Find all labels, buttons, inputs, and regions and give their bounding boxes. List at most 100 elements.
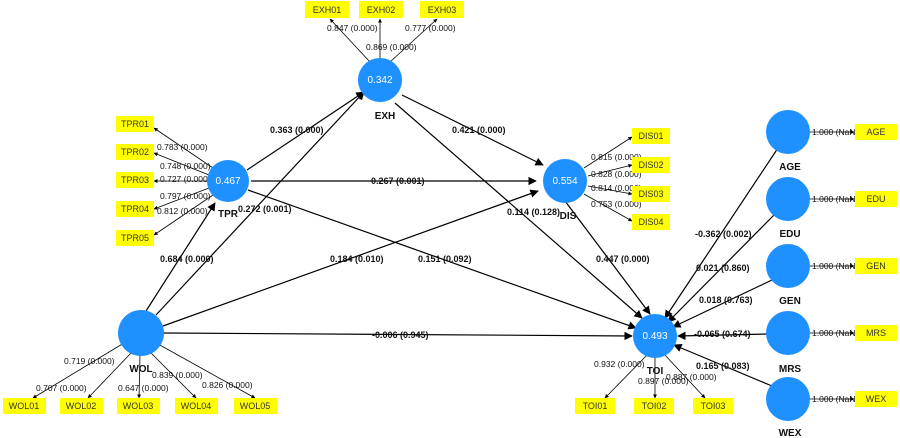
- construct-r2: 0.554: [552, 176, 577, 187]
- path-label-age-toi: -0.362 (0.002): [695, 229, 752, 239]
- loading-labels: 0.847 (0.000) 0.869 (0.000) 0.777 (0.000…: [36, 23, 858, 404]
- loading-line-wol04: [149, 351, 197, 399]
- indicator-wol04[interactable]: WOL04: [175, 398, 218, 414]
- indicator-tpr05[interactable]: TPR05: [116, 230, 154, 246]
- construct-wex[interactable]: WEX: [766, 377, 810, 438]
- indicator-label: DIS02: [638, 160, 663, 170]
- indicator-age[interactable]: AGE: [855, 124, 897, 140]
- indicator-dis02[interactable]: DIS02: [632, 157, 670, 173]
- path-label-tpr-dis: 0.267 (0.001): [371, 176, 425, 186]
- loading-line-wol01: [32, 342, 125, 399]
- construct-tpr[interactable]: 0.467 TPR: [207, 160, 249, 220]
- loading-line-tpr01: [153, 127, 214, 169]
- indicator-label: TPR02: [121, 147, 149, 157]
- path-gen-toi: [672, 279, 773, 328]
- construct-dis[interactable]: 0.554 DIS: [543, 159, 587, 222]
- path-wol-dis: [162, 189, 539, 327]
- path-label-wol-toi: -0.006 (0.945): [372, 330, 429, 340]
- indicator-exh03[interactable]: EXH03: [420, 1, 464, 18]
- construct-mrs[interactable]: MRS: [766, 311, 810, 375]
- path-label-tpr-toi: 0.151 (0.092): [418, 254, 472, 264]
- loading-label-age: 1.000 (NaN): [812, 127, 858, 137]
- construct-r2: 0.467: [215, 176, 240, 187]
- construct-exh[interactable]: 0.342 EXH: [358, 58, 402, 122]
- loading-line-toi01: [604, 354, 648, 399]
- loading-label-wol03: 0.647 (0.000): [118, 383, 169, 393]
- indicator-mrs[interactable]: MRS: [855, 325, 897, 341]
- indicator-edu[interactable]: EDU: [855, 191, 897, 207]
- indicator-wol05[interactable]: WOL05: [234, 398, 277, 414]
- indicator-label: WOL03: [123, 401, 154, 411]
- indicator-label: WOL05: [240, 401, 271, 411]
- construct-name: WOL: [129, 364, 152, 375]
- construct-name: TOI: [647, 366, 664, 377]
- construct-name: WEX: [779, 428, 802, 438]
- indicator-exh02[interactable]: EXH02: [359, 1, 403, 18]
- indicator-label: WEX: [866, 394, 887, 404]
- loading-line-dis04: [583, 193, 633, 222]
- path-label-tpr-exh: 0.363 (0.000): [270, 125, 324, 135]
- construct-age[interactable]: AGE: [766, 110, 810, 173]
- loading-line-wol02: [87, 351, 133, 399]
- loading-line-wol03: [137, 354, 142, 399]
- construct-name: AGE: [779, 162, 801, 173]
- indicator-exh01[interactable]: EXH01: [305, 1, 349, 18]
- indicator-tpr03[interactable]: TPR03: [116, 172, 154, 188]
- path-wex-toi: [673, 344, 773, 387]
- indicator-tpr02[interactable]: TPR02: [116, 144, 154, 160]
- indicator-label: WOL02: [66, 401, 97, 411]
- path-wol-exh: [155, 91, 365, 316]
- indicator-label: EXH01: [313, 5, 342, 15]
- path-label-wol-tpr: 0.684 (0.000): [160, 254, 214, 264]
- path-wol-toi: [163, 331, 633, 341]
- path-tpr-exh: [246, 91, 365, 171]
- path-label-mrs-toi: -0.065 (0.674): [694, 329, 751, 339]
- indicator-wol02[interactable]: WOL02: [60, 398, 103, 414]
- indicator-label: DIS01: [638, 131, 663, 141]
- loading-label-dis03: 0.814 (0.000): [591, 183, 642, 193]
- path-label-wol-exh: 0.272 (0.001): [238, 204, 292, 214]
- path-age-toi: [664, 147, 779, 319]
- path-label-exh-dis: 0.421 (0.000): [452, 125, 506, 135]
- indicator-label: GEN: [866, 261, 886, 271]
- construct-edu[interactable]: EDU: [766, 177, 810, 240]
- path-label-wex-toi: 0.165 (0.083): [696, 361, 750, 371]
- loading-label-exh03: 0.777 (0.000): [405, 23, 456, 33]
- indicator-dis01[interactable]: DIS01: [632, 128, 670, 144]
- construct-name: MRS: [779, 364, 802, 375]
- indicator-wol03[interactable]: WOL03: [117, 398, 160, 414]
- indicator-tpr04[interactable]: TPR04: [116, 201, 154, 217]
- indicator-label: TOI03: [701, 401, 726, 411]
- indicator-dis04[interactable]: DIS04: [632, 214, 670, 230]
- loading-line-tpr02: [153, 152, 210, 176]
- path-label-edu-toi: 0.021 (0.860): [696, 263, 750, 273]
- indicator-label: TOI02: [642, 401, 667, 411]
- indicator-wex[interactable]: WEX: [855, 391, 897, 407]
- path-label-exh-toi: 0.114 (0.128): [507, 207, 560, 217]
- construct-name: EXH: [375, 111, 396, 122]
- loading-label-wex: 1.000 (NaN): [812, 394, 858, 404]
- loading-label-mrs: 1.000 (NaN): [812, 328, 858, 338]
- indicator-dis03[interactable]: DIS03: [632, 186, 670, 202]
- loading-label-dis01: 0.815 (0.000): [591, 152, 642, 162]
- construct-toi[interactable]: 0.493 TOI: [633, 314, 677, 377]
- construct-wol[interactable]: WOL: [118, 310, 164, 375]
- loading-line-tpr04: [153, 187, 210, 210]
- indicator-toi01[interactable]: TOI01: [575, 398, 615, 414]
- loading-label-tpr02: 0.748 (0.000): [160, 161, 211, 171]
- loading-label-tpr05: 0.812 (0.000): [157, 206, 208, 216]
- loading-lines: [32, 18, 855, 401]
- loading-line-dis03: [587, 185, 633, 196]
- loading-label-gen: 1.000 (NaN): [812, 261, 858, 271]
- indicator-gen[interactable]: GEN: [855, 258, 897, 274]
- indicator-wol01[interactable]: WOL01: [3, 398, 46, 414]
- indicator-toi03[interactable]: TOI03: [693, 398, 733, 414]
- construct-gen[interactable]: GEN: [766, 244, 810, 307]
- loading-line-wol05: [157, 343, 256, 399]
- indicator-tpr01[interactable]: TPR01: [116, 116, 154, 132]
- indicator-toi02[interactable]: TOI02: [634, 398, 674, 414]
- loading-line-toi03: [663, 353, 706, 399]
- loading-label-exh01: 0.847 (0.000): [327, 23, 378, 33]
- indicator-label: AGE: [866, 127, 885, 137]
- path-label-wol-dis: 0.184 (0.010): [330, 254, 384, 264]
